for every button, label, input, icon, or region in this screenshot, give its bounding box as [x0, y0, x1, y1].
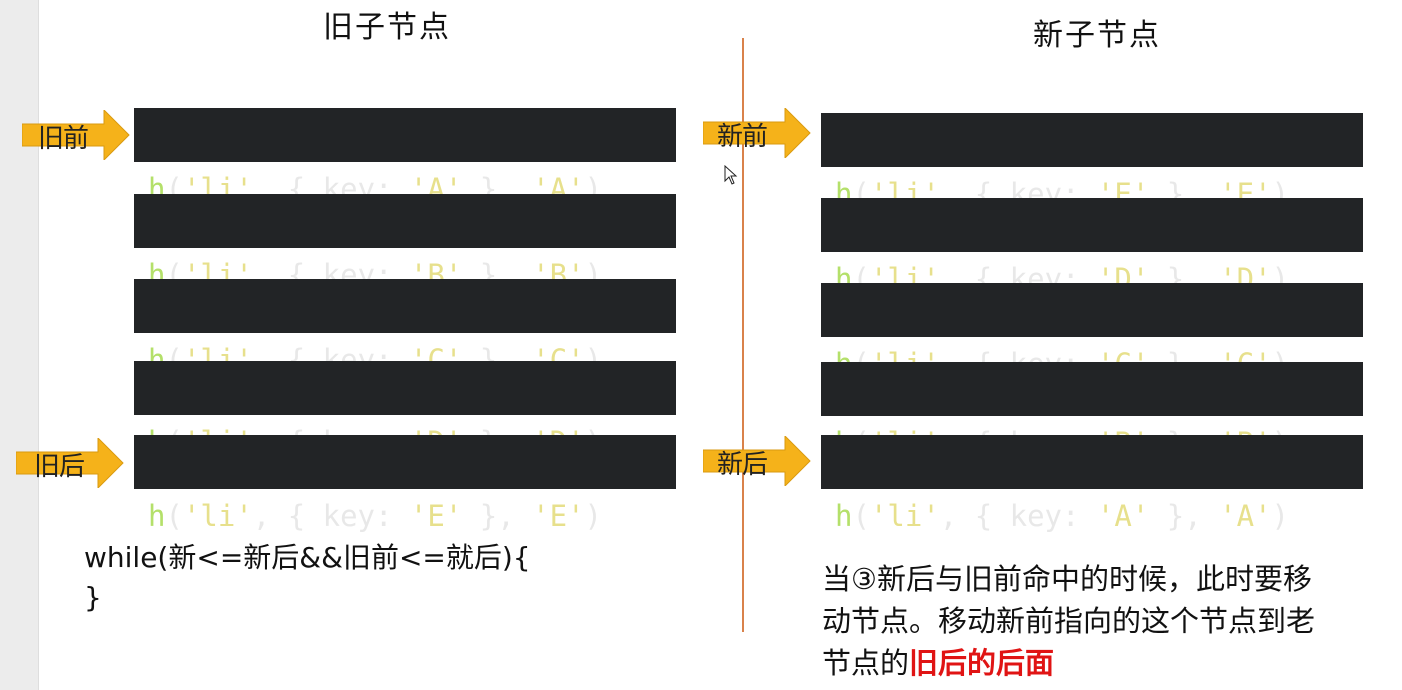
note-text: 当③新后与旧前命中的时候，此时要移动节点。移动新前指向的这个节点到老节点的	[822, 562, 1316, 680]
code-tag: 'li'	[869, 499, 940, 533]
old-node-a: h('li', { key: 'A' }, 'A')	[134, 108, 676, 206]
new-children-title: 新子节点	[1033, 18, 1161, 53]
code-key-value: 'E'	[409, 499, 463, 533]
new-node-c: h('li', { key: 'C' }, 'C')	[821, 283, 1363, 381]
old-end-pointer: 旧后	[16, 438, 124, 488]
while-line-1: while(新<=新后&&旧前<=就后){	[84, 541, 531, 574]
mouse-cursor-icon	[724, 164, 738, 189]
code-punct: )	[1271, 499, 1290, 533]
code-text-value: 'A'	[1219, 499, 1272, 533]
note-highlight: 旧后的后面	[909, 646, 1055, 680]
new-node-b: h('li', { key: 'B' }, 'B')	[821, 362, 1363, 460]
old-node-c: h('li', { key: 'C' }, 'C')	[134, 279, 676, 377]
code-fn: h	[835, 499, 853, 533]
old-node-d: h('li', { key: 'D' }, 'D')	[134, 361, 676, 459]
while-line-2: }	[84, 581, 102, 614]
code-punct: },	[1149, 499, 1220, 533]
while-loop-code: while(新<=新后&&旧前<=就后){}	[84, 538, 531, 618]
code-key-label: , { key:	[252, 499, 410, 533]
code-text-value: 'E'	[532, 499, 585, 533]
code-punct: )	[584, 499, 603, 533]
code-fn: h	[148, 499, 166, 533]
code-key-label: , { key:	[252, 258, 410, 292]
old-children-title: 旧子节点	[323, 10, 451, 45]
code-tag: 'li'	[182, 499, 253, 533]
new-node-d: h('li', { key: 'D' }, 'D')	[821, 198, 1363, 296]
new-start-label: 新前	[717, 122, 768, 152]
code-key-label: , { key:	[939, 499, 1097, 533]
old-node-b: h('li', { key: 'B' }, 'B')	[134, 194, 676, 292]
old-start-pointer: 旧前	[22, 110, 130, 160]
code-key-value: 'A'	[1096, 499, 1150, 533]
new-node-a: h('li', { key: 'A' }, 'A')	[821, 435, 1363, 533]
new-start-pointer: 新前	[703, 108, 811, 158]
code-punct: },	[462, 499, 533, 533]
left-margin-strip	[0, 0, 39, 690]
code-punct: (	[165, 499, 183, 533]
new-end-label: 新后	[717, 450, 768, 480]
arrow-right-icon	[703, 436, 811, 486]
arrow-right-icon	[703, 108, 811, 158]
arrow-right-icon	[16, 438, 124, 488]
new-end-pointer: 新后	[703, 436, 811, 486]
code-punct: (	[852, 499, 870, 533]
old-node-e: h('li', { key: 'E' }, 'E')	[134, 435, 676, 533]
explanation-note: 当③新后与旧前命中的时候，此时要移动节点。移动新前指向的这个节点到老节点的旧后的…	[822, 558, 1322, 684]
center-divider	[742, 38, 744, 632]
arrow-right-icon	[22, 110, 130, 160]
new-node-e: h('li', { key: 'E' }, 'E')	[821, 113, 1363, 211]
old-end-label: 旧后	[34, 452, 85, 482]
old-start-label: 旧前	[38, 124, 89, 154]
